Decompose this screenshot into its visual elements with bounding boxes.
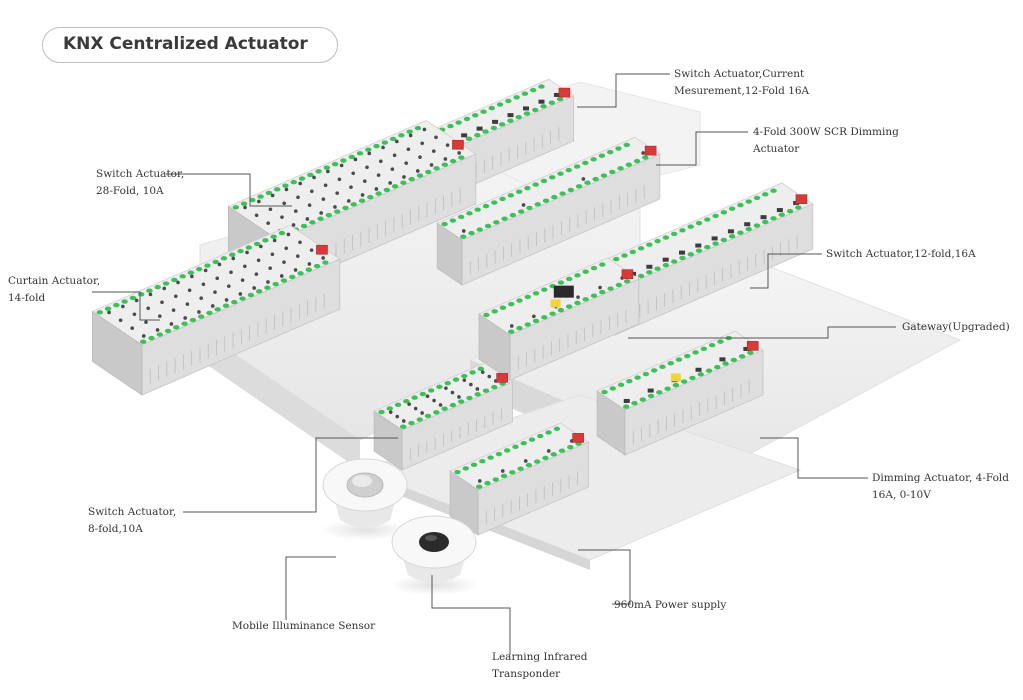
label-curtain-14: Curtain Actuator, 14-fold (8, 275, 101, 304)
module-power-supply (449, 422, 590, 536)
leader-illuminance (285, 556, 336, 620)
label-scr-dimming: 4-Fold 300W SCR Dimming Actuator (753, 126, 899, 155)
page-title: KNX Centralized Actuator (63, 34, 308, 54)
label-switch-8: Switch Actuator, 8-fold,10A (88, 506, 177, 535)
leader-dimming-4 (760, 437, 868, 479)
module-switch-8 (373, 362, 514, 471)
module-curtain-14 (91, 224, 341, 396)
platform-left-edge (200, 330, 360, 470)
leader-scr-dimming (656, 131, 748, 166)
modules-layer (91, 78, 814, 536)
module-dimming-4 (596, 330, 764, 456)
label-illuminance-sensor: Mobile Illuminance Sensor (232, 620, 376, 632)
leader-switch-12 (750, 253, 822, 289)
label-switch-current: Switch Actuator,Current Mesurement,12-Fo… (674, 68, 810, 97)
module-gateway (478, 257, 640, 381)
leader-gateway (628, 326, 896, 339)
leader-lines (92, 73, 896, 655)
label-switch-12: Switch Actuator,12-fold,16A (826, 248, 976, 260)
label-gateway: Gateway(Upgraded) (902, 321, 1010, 333)
title-pill: KNX Centralized Actuator (42, 27, 338, 63)
leader-power-supply (578, 549, 631, 605)
leader-curtain-14 (92, 291, 160, 321)
leader-switch-current (577, 73, 670, 108)
leader-switch-28 (166, 173, 292, 207)
leader-switch-8 (183, 437, 398, 513)
illuminance-sensor-device (320, 458, 410, 540)
label-switch-28: Switch Actuator, 28-Fold, 10A (96, 168, 185, 197)
module-scr-dimming-4 (436, 136, 661, 286)
ir-transponder-device (389, 515, 479, 595)
label-power-supply: 960mA Power supply (614, 599, 727, 611)
label-dimming-4: Dimming Actuator, 4-Fold 16A, 0-10V (872, 472, 1009, 501)
leader-ir-transponder (431, 575, 511, 655)
label-ir-transponder: Learning Infrared Transponder (492, 651, 588, 680)
